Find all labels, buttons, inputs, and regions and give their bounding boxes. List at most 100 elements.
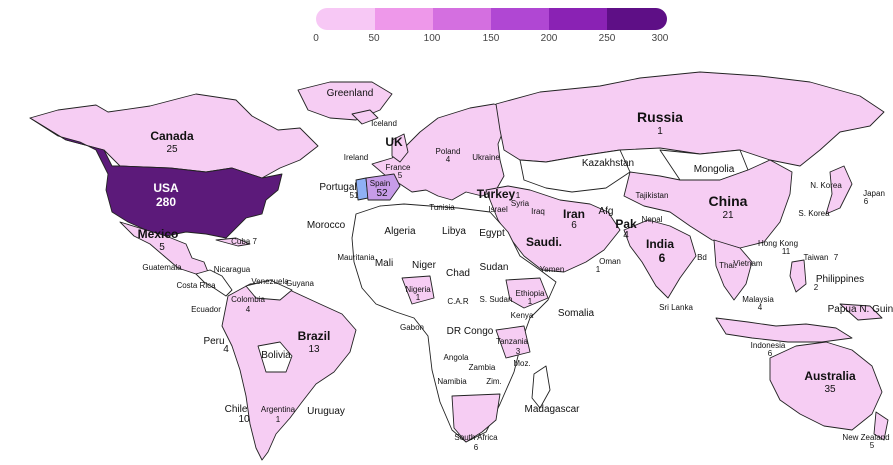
value-taiwan: 7 (834, 253, 839, 262)
value-chile: 10 (238, 414, 250, 425)
venezuela-region (245, 279, 293, 301)
legend-bin-0 (316, 8, 376, 30)
label-bd: Bd (697, 253, 707, 262)
label-peru: Peru (203, 336, 224, 347)
label-new-zealand: New Zealand (842, 433, 889, 442)
label-costa-rica: Costa Rica (176, 281, 216, 290)
legend-tick-50: 50 (368, 33, 380, 44)
label-nepal: Nepal (642, 215, 663, 224)
label-guyana: Guyana (286, 279, 315, 288)
label-sri-lanka: Sri Lanka (659, 303, 693, 312)
label-south-africa: South Africa (454, 433, 498, 442)
value-iran: 6 (571, 220, 577, 231)
label-indonesia: Indonesia (751, 341, 786, 350)
label-guatemala: Guatemala (142, 263, 182, 272)
label-zambia: Zambia (469, 363, 496, 372)
label-iceland: Iceland (371, 119, 397, 128)
label-gabon: Gabon (400, 323, 424, 332)
label-india: India (646, 237, 674, 251)
label-chad: Chad (446, 268, 470, 279)
world-map: Greenland Iceland Canada 25 USA 280 Mexi… (29, 71, 893, 461)
label-oman: Oman (599, 257, 621, 266)
value-brazil: 13 (308, 344, 320, 355)
philippines-region (789, 259, 807, 293)
label-ethiopia: Ethiopia (516, 289, 545, 298)
label-iraq: Iraq (531, 207, 545, 216)
png-region (839, 303, 883, 321)
label-ireland: Ireland (344, 153, 368, 162)
label-turkey: Turkey (477, 187, 516, 201)
bolivia-region (257, 341, 293, 373)
label-russia: Russia (637, 109, 683, 125)
legend-bin-2 (433, 8, 492, 30)
label-kenya: Kenya (511, 311, 534, 320)
label-brazil: Brazil (298, 329, 331, 343)
label-chile: Chile (225, 404, 248, 415)
label-pak: Pak (615, 217, 637, 231)
legend-tick-300: 300 (651, 33, 669, 44)
legend-tick-0: 0 (313, 33, 319, 44)
value-south-africa: 6 (474, 443, 479, 452)
label-libya: Libya (442, 226, 466, 237)
value-hong-kong: 11 (782, 247, 791, 256)
kazakhstan-region (519, 149, 631, 193)
value-russia: 1 (657, 126, 663, 137)
legend-tick-200: 200 (540, 33, 558, 44)
label-australia: Australia (804, 369, 856, 383)
central-america-region (195, 269, 233, 297)
value-poland: 4 (446, 155, 451, 164)
label-venezuela: Venezuela (251, 277, 289, 286)
label-s-sudan: S. Sudan (480, 295, 513, 304)
label-car: C.A.R (447, 297, 469, 306)
label-thai: Thai. (719, 261, 737, 270)
tanzania-region (495, 325, 531, 359)
value-nigeria: 1 (416, 293, 421, 302)
southeast-asia-region (713, 239, 753, 301)
spain-region (365, 173, 401, 201)
label-poland: Poland (436, 147, 461, 156)
label-s-korea: S. Korea (798, 209, 830, 218)
label-canada: Canada (150, 129, 194, 143)
label-egypt: Egypt (479, 228, 505, 239)
label-n-korea: N. Korea (810, 181, 842, 190)
label-sudan: Sudan (480, 262, 509, 273)
label-taiwan: Taiwan (804, 253, 829, 262)
australia-region (769, 341, 883, 431)
value-pak: 4 (623, 230, 629, 241)
label-png: Papua N. Guinea (828, 304, 893, 315)
india-region (623, 219, 697, 299)
label-ecuador: Ecuador (191, 305, 221, 314)
label-dr-congo: DR Congo (447, 326, 494, 337)
legend-tick-100: 100 (423, 33, 441, 44)
label-hong-kong: Hong Kong (758, 239, 798, 248)
label-vietnam: Vietnam (733, 259, 763, 268)
label-uruguay: Uruguay (307, 406, 345, 417)
value-mexico: 5 (159, 242, 165, 253)
label-france: France (386, 163, 411, 172)
label-tanzania: Tanzania (496, 337, 529, 346)
russia-region (495, 71, 885, 167)
label-colombia: Colombia (231, 295, 265, 304)
south-africa-region (451, 393, 501, 443)
cuba-region (215, 237, 251, 247)
legend-bin-1 (375, 8, 434, 30)
label-tunisia: Tunisia (429, 203, 455, 212)
europe-region (371, 103, 511, 201)
value-portugal: 51 (350, 191, 359, 200)
label-portugal: Portugal (319, 182, 356, 193)
label-japan: Japan (863, 189, 885, 198)
legend-bin-5 (607, 8, 667, 30)
label-argentina: Argentina (261, 405, 296, 414)
middle-east-region (485, 185, 621, 273)
ethiopia-region (505, 277, 549, 309)
value-japan: 6 (864, 197, 869, 206)
africa-region (351, 203, 557, 443)
label-nigeria: Nigeria (405, 285, 431, 294)
usa-region (29, 117, 283, 239)
label-tajikistan: Tajikistan (636, 191, 669, 200)
value-spain: 52 (376, 188, 388, 199)
legend-bin-4 (549, 8, 608, 30)
new-zealand-region (873, 411, 889, 441)
china-region (623, 159, 793, 249)
value-turkey: 1 (516, 191, 521, 200)
